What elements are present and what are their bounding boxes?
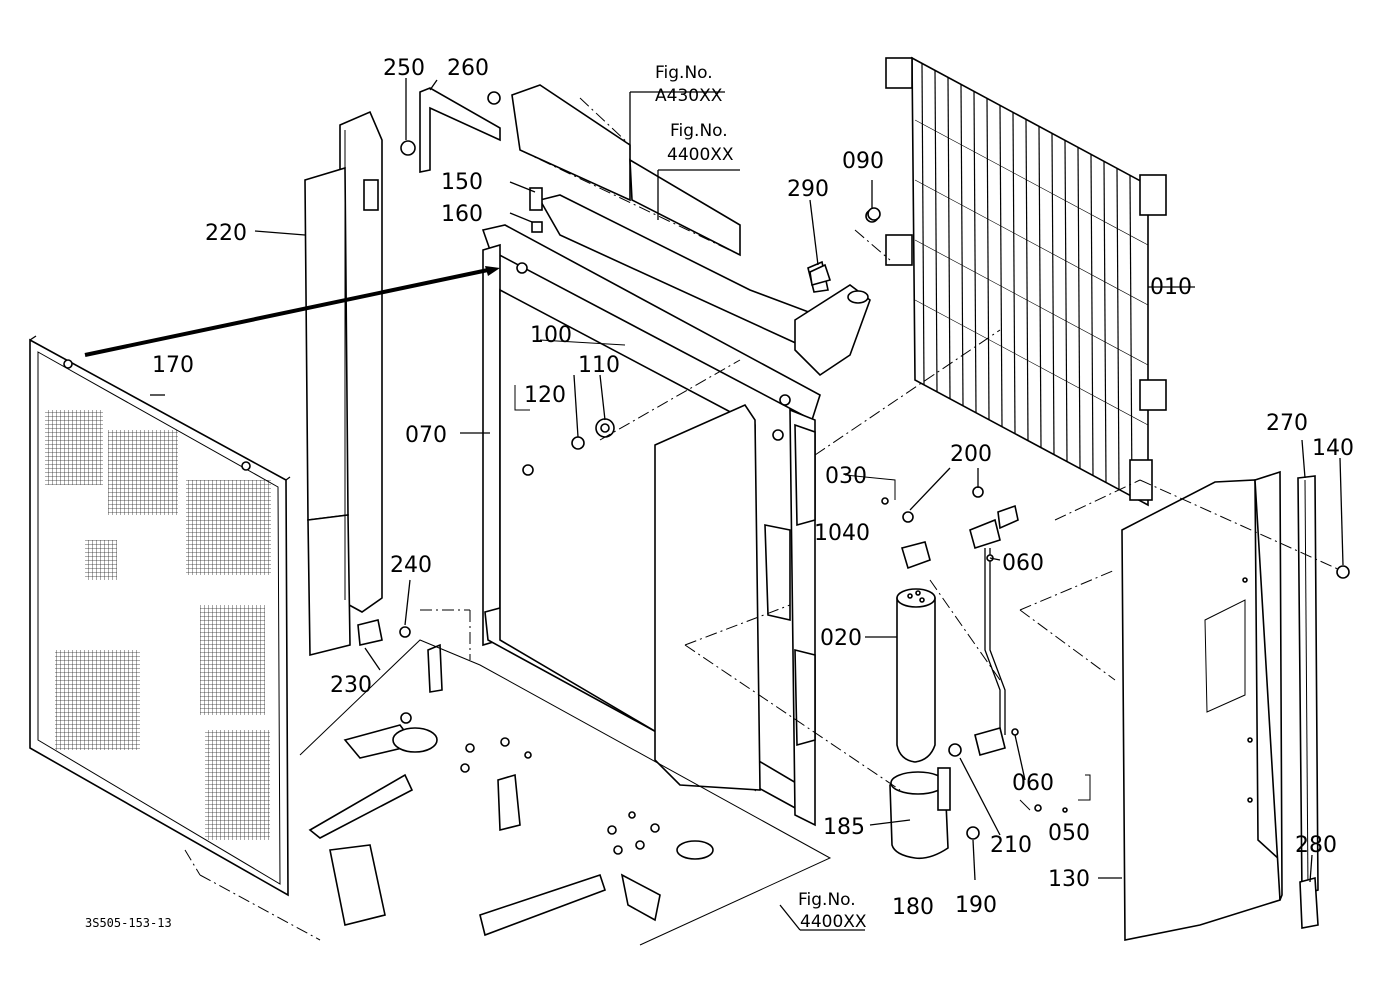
label-185: 185 (823, 815, 865, 840)
label-170: 170 (152, 353, 194, 378)
label-070: 070 (405, 423, 447, 448)
label-120: 120 (524, 383, 566, 408)
label-060-upper: 060 (1002, 551, 1044, 576)
arrowhead-icon (485, 266, 500, 276)
fig-ref-4400-bottom-code: 4400XX (800, 912, 867, 932)
condenser-core (885, 56, 1167, 507)
label-1040: 1040 (814, 521, 870, 546)
label-140: 140 (1312, 436, 1354, 461)
fig-ref-a430-code: A430XX (655, 86, 723, 106)
receiver-drier (889, 588, 980, 860)
label-190: 190 (955, 893, 997, 918)
leader-lines (150, 78, 1344, 931)
label-110: 110 (578, 353, 620, 378)
label-260: 260 (447, 56, 489, 81)
label-240: 240 (390, 553, 432, 578)
label-250: 250 (383, 56, 425, 81)
label-010: 010 (1150, 275, 1192, 300)
base-plate (299, 639, 832, 946)
figure-references: Fig.No. A430XX Fig.No. 4400XX Fig.No. 44… (655, 63, 867, 932)
front-grille (29, 335, 291, 897)
condenser-frame (481, 224, 821, 827)
upper-bracket (400, 84, 879, 377)
label-290: 290 (787, 177, 829, 202)
label-020: 020 (820, 626, 862, 651)
fig-ref-4400-bottom-title: Fig.No. (798, 890, 856, 910)
label-160: 160 (441, 202, 483, 227)
fig-ref-a430-title: Fig.No. (655, 63, 713, 83)
label-030: 030 (825, 464, 867, 489)
label-280: 280 (1295, 833, 1337, 858)
label-090: 090 (842, 149, 884, 174)
label-150: 150 (441, 170, 483, 195)
label-220: 220 (205, 221, 247, 246)
fasteners (357, 207, 881, 693)
direction-arrow (84, 268, 489, 357)
label-100: 100 (530, 323, 572, 348)
label-050: 050 (1048, 821, 1090, 846)
label-210: 210 (990, 833, 1032, 858)
label-130: 130 (1048, 867, 1090, 892)
label-230: 230 (330, 673, 372, 698)
drawing-code: 3S505-153-13 (85, 916, 172, 930)
refrigerant-pipes (881, 486, 1068, 813)
label-270: 270 (1266, 411, 1308, 436)
side-cover (1121, 470, 1283, 941)
chain-lines (184, 97, 1341, 941)
label-060-lower: 060 (1012, 771, 1054, 796)
fig-ref-4400-top-code: 4400XX (667, 145, 734, 165)
part-labels: 010 020 030 050 060 060 070 090 100 110 … (152, 56, 1354, 920)
fig-ref-4400-top-title: Fig.No. (670, 121, 728, 141)
side-seal-panel (304, 110, 383, 657)
label-180: 180 (892, 895, 934, 920)
seal-strip (1297, 475, 1350, 929)
label-200: 200 (950, 442, 992, 467)
